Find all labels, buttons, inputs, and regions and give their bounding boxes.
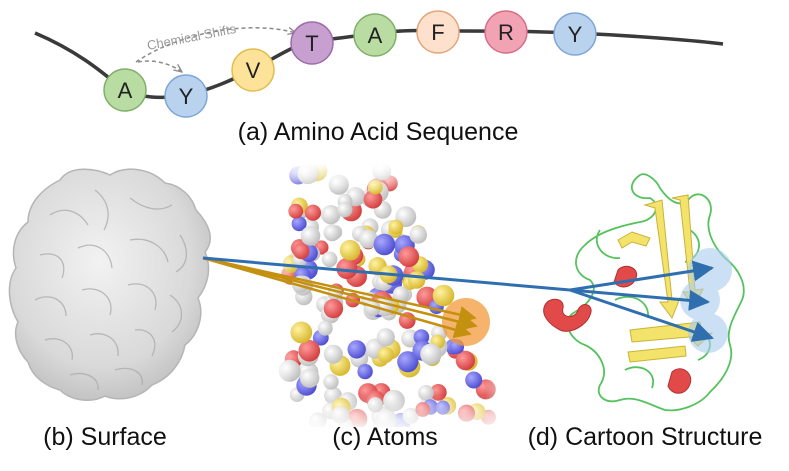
mapping-arrows (202, 256, 715, 342)
gold-arrow-3 (202, 256, 472, 339)
residue-circle (416, 10, 460, 54)
atoms-fade-top (270, 163, 510, 193)
chemical-shift-arrow-left (137, 60, 182, 72)
atom-sphere (337, 202, 353, 218)
caption-atoms: (c) Atoms (332, 423, 438, 451)
atom-sphere (298, 340, 321, 362)
atom-sphere (290, 321, 313, 344)
atom-sphere (339, 239, 361, 261)
atom-sphere (323, 374, 339, 390)
atoms-panel: (c) Atoms (270, 163, 510, 451)
atoms-fade-right (485, 163, 507, 429)
atom-sphere (323, 344, 343, 364)
gold-arrow-1 (202, 256, 477, 324)
atoms-fade-left (270, 163, 292, 429)
atom-sphere (363, 190, 383, 209)
blue-arrow-2 (569, 288, 711, 311)
atom-sphere (455, 350, 476, 371)
protein-surface (8, 168, 211, 402)
atom-sphere (300, 368, 320, 388)
residue-circle (164, 74, 208, 118)
residue-letter: A (368, 23, 383, 48)
residue-letter: R (498, 20, 514, 45)
residue-circle (353, 13, 397, 57)
atom-sphere (377, 346, 394, 363)
atoms-fade-bottom (270, 395, 510, 430)
alpha-helices (543, 265, 692, 394)
caption-surface: (b) Surface (43, 423, 167, 451)
atom-sphere (347, 340, 366, 359)
sequence-panel: Chemical Shifts A Y V T A F R Y (a) Amino Acid … (34, 10, 724, 146)
atom-sphere (413, 329, 430, 345)
residue-letter: V (246, 58, 261, 83)
atom-sphere (409, 226, 428, 244)
atom-sphere (373, 233, 396, 256)
atom-sphere (465, 371, 483, 389)
atom-sphere (420, 343, 442, 365)
residue-letter: Y (568, 22, 583, 47)
loop-coil (566, 173, 745, 412)
atom-sphere (317, 320, 333, 336)
blue-arrow-1 (569, 260, 715, 292)
residue-letter: Y (179, 84, 194, 109)
atom-sphere (397, 351, 419, 373)
surface-texture (34, 189, 187, 391)
atom-sphere (293, 242, 310, 260)
blue-arrow-3 (569, 288, 714, 342)
atom-sphere (321, 205, 341, 225)
cartoon-panel: (d) Cartoon Structure (528, 173, 763, 451)
atom-sphere (336, 257, 358, 280)
blue-arrow-main (202, 256, 571, 292)
atom-sphere (398, 246, 420, 268)
residue-letter: A (118, 78, 133, 103)
residue-circle (231, 48, 275, 92)
atom-sphere (323, 298, 344, 319)
gold-arrow-2 (202, 256, 478, 331)
residue-circle (553, 12, 597, 56)
highlighted-atom (442, 298, 490, 346)
caption-sequence: (a) Amino Acid Sequence (238, 118, 519, 146)
atom-sphere (323, 224, 341, 242)
atom-sphere (407, 271, 426, 289)
surface-panel: (b) Surface (8, 168, 211, 451)
chemical-shift-arrow-long (135, 28, 296, 63)
atom-sphere (304, 204, 322, 221)
residue-circle (103, 68, 147, 112)
atom-spheres (278, 165, 496, 427)
atom-sphere (291, 216, 307, 232)
atom-sphere (388, 219, 404, 235)
atom-sphere (321, 251, 338, 268)
residue-circle (290, 21, 334, 65)
residue-circles: A Y V T A F R Y (103, 10, 597, 118)
atom-sphere (392, 286, 409, 303)
residue-circle (484, 10, 528, 54)
caption-cartoon: (d) Cartoon Structure (528, 423, 763, 451)
atom-sphere (432, 284, 455, 307)
chemical-shifts-label: Chemical Shifts (146, 21, 238, 53)
atom-sphere (300, 226, 321, 246)
atom-sphere (359, 229, 378, 249)
atom-sphere (357, 363, 373, 380)
atom-sphere (376, 328, 395, 347)
residue-letter: T (305, 31, 318, 56)
residue-letter: F (431, 20, 444, 45)
